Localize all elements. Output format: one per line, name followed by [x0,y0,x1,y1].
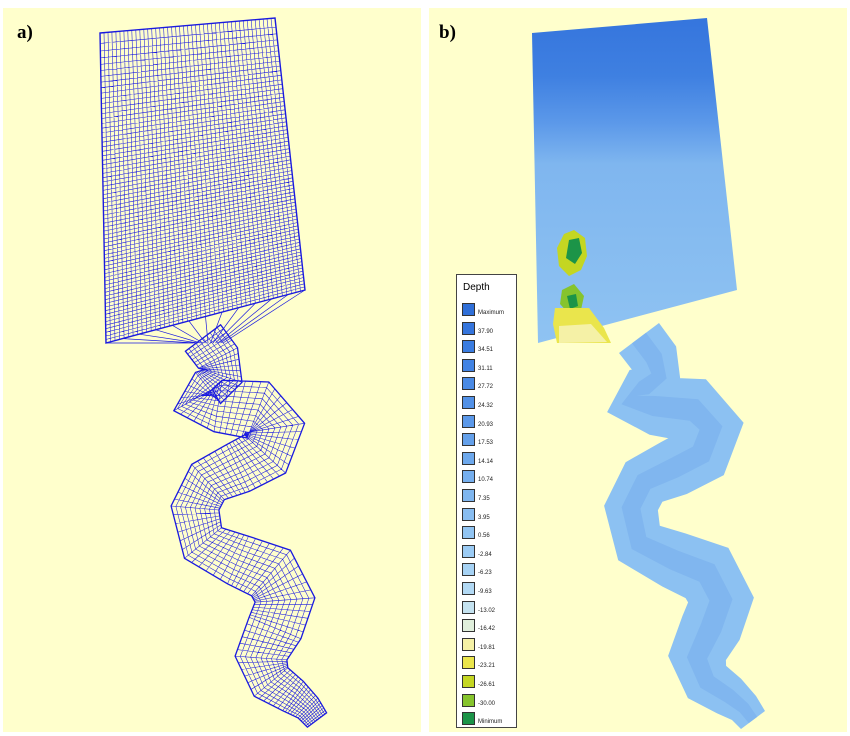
legend-entry: Maximum [457,303,518,318]
legend-entry: 31.11 [457,358,518,374]
legend-entry: -16.42 [457,619,518,634]
legend-entry: 17.53 [457,433,518,448]
legend-swatch [462,544,475,558]
legend-swatch [462,582,475,595]
legend-swatch [462,693,475,707]
legend-entry: 34.51 [457,340,518,355]
legend-swatch [462,675,475,688]
depth-river-area [604,323,765,729]
legend-swatch [462,470,475,484]
mesh-rect-lines [99,17,306,344]
shallow-bank-area [559,324,607,343]
legend-entry: 10.74 [457,470,518,485]
legend-swatch [462,712,475,726]
legend-entry: 20.93 [457,414,518,430]
legend-entry: 27.72 [457,377,518,392]
legend-swatch [462,489,475,502]
legend-label: 10.74 [478,477,494,484]
panel-b-label: b) [439,22,456,43]
legend-label: Maximum [478,310,505,316]
legend-entry: -13.02 [457,600,518,616]
shallow-bank-area [567,294,578,309]
legend-swatch [462,358,475,372]
legend-label: -16.42 [478,626,496,633]
legend-swatch [462,619,475,633]
legend-label: 37.90 [478,328,494,335]
shallow-bank-area [566,238,582,264]
panel-a-mesh: a) [3,8,421,732]
legend-entry: -9.63 [457,582,518,597]
legend-title: Depth [463,282,490,293]
mesh-river-outline [170,323,328,729]
legend-label: 14.14 [478,458,494,465]
depth-legend: Depth Maximum 37.90 34.51 31.11 27.72 24.32 20… [456,274,517,728]
legend-label: -30.00 [478,700,496,707]
legend-label: 20.93 [478,421,494,428]
panel-a-label: a) [17,22,33,43]
legend-entry: -23.21 [457,656,518,671]
depth-map [532,18,765,729]
legend-entry: -26.61 [457,675,518,690]
legend-entry: 14.14 [457,451,518,467]
legend-label: 27.72 [478,384,494,391]
legend-swatch [462,451,475,465]
legend-label: 17.53 [478,440,494,447]
legend-entry: Minimum [457,712,518,727]
legend-swatch [462,656,475,670]
legend-entry: 0.56 [457,526,518,541]
legend-label: Minimum [478,719,503,726]
legend-swatch [462,600,475,614]
legend-label: 7.35 [478,496,490,502]
panel-b-depth: b) Depth Maximum 37.90 34.51 31.11 27.72 24.3… [429,8,847,732]
legend-swatch [462,563,475,577]
legend-label: -6.23 [478,570,492,577]
legend-swatch [462,507,475,521]
legend-entry: 37.90 [457,321,518,337]
legend-swatch [462,396,475,409]
legend-label: -26.61 [478,682,496,688]
legend-entry: 24.32 [457,396,518,411]
legend-label: 24.32 [478,403,494,409]
mesh-rect-outline [99,17,306,344]
legend-swatch [462,637,475,651]
legend-entry: -19.81 [457,637,518,653]
legend-label: 0.56 [478,533,490,540]
legend-entry: 3.95 [457,507,518,523]
legend-label: -2.84 [478,551,492,558]
legend-swatch [462,526,475,540]
legend-swatch [462,303,475,316]
legend-label: -13.02 [478,607,496,614]
legend-label: 3.95 [478,514,490,521]
legend-swatch [462,433,475,447]
legend-label: -9.63 [478,589,492,595]
mesh-grid [99,17,328,729]
legend-label: 34.51 [478,347,494,354]
legend-entry: -2.84 [457,544,518,560]
legend-entry: 7.35 [457,489,518,504]
legend-entry: -6.23 [457,563,518,578]
legend-swatch [462,377,475,391]
legend-swatch [462,340,475,354]
depth-river-channel [621,332,758,724]
legend-entry: -30.00 [457,693,518,709]
mesh-river-lines [170,324,327,728]
legend-label: 31.11 [478,365,493,372]
legend-label: -19.81 [478,644,496,651]
legend-swatch [462,414,475,428]
legend-label: -23.21 [478,663,496,670]
legend-swatch [462,321,475,335]
